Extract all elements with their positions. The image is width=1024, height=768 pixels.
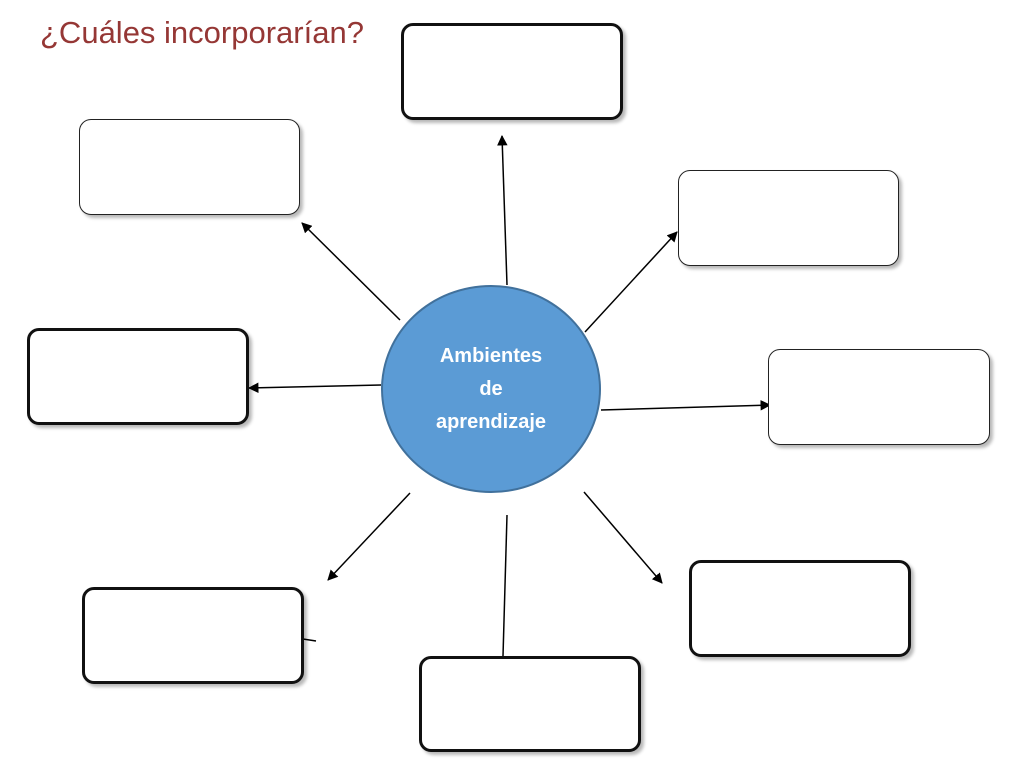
box-top-label [404,26,620,42]
box-bottom[interactable] [419,656,641,752]
arrow-to-upper-right [584,231,678,333]
stray-tick [302,638,317,642]
box-left-label [30,331,246,347]
box-left[interactable] [27,328,249,425]
arrow-to-lower-left [327,492,411,581]
arrow-to-upper-left [301,222,401,321]
box-right-label [769,350,989,366]
arrow-to-right [600,400,772,411]
box-top[interactable] [401,23,623,120]
box-upper-left[interactable] [79,119,300,215]
box-upper-right-label [679,171,898,187]
box-bottom-label [422,659,638,675]
arrow-to-lower-right [583,491,663,584]
arrow-to-top [497,134,508,286]
box-lower-right[interactable] [689,560,911,657]
arrow-to-left [247,382,382,394]
box-upper-right[interactable] [678,170,899,266]
box-upper-left-label [80,120,299,136]
box-lower-left[interactable] [82,587,304,684]
line-to-bottom [502,514,508,657]
page-title: ¿Cuáles incorporarían? [40,15,364,50]
box-lower-right-label [692,563,908,579]
box-right[interactable] [768,349,990,445]
center-node[interactable]: Ambientes de aprendizaje [381,285,601,493]
box-lower-left-label [85,590,301,606]
center-node-label: Ambientes de aprendizaje [435,344,547,433]
